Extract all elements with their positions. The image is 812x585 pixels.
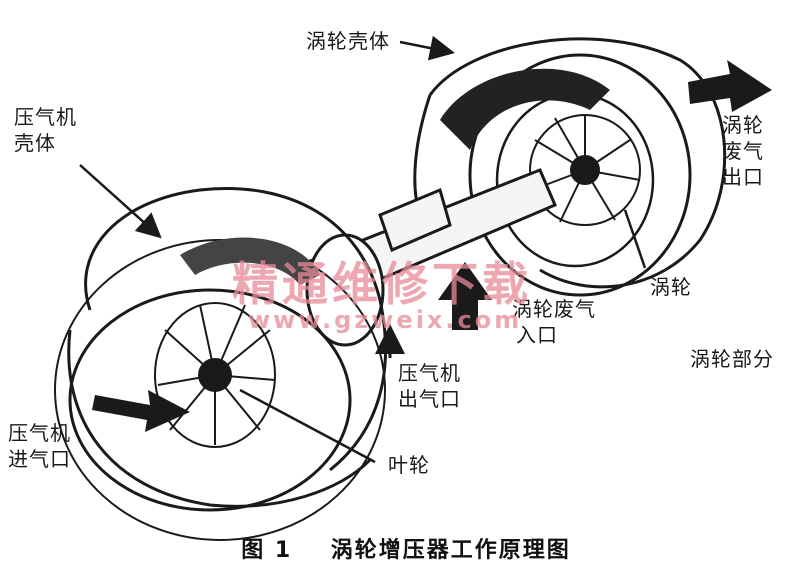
- compressor-housing-label-line1: 压气机: [14, 105, 77, 129]
- compressor-inlet-label-line2: 进气口: [8, 447, 71, 471]
- exhaust-inlet-label-line2: 入口: [516, 323, 558, 347]
- exhaust-outlet-arrow: [688, 60, 772, 112]
- exhaust-outlet-label-line1: 涡轮: [722, 113, 764, 137]
- compressor-outlet-label: 压气机 出气口: [398, 360, 461, 412]
- compressor-housing-label: 压气机 壳体: [14, 104, 77, 156]
- compressor-housing-shape: [54, 187, 388, 541]
- compressor-inlet-arrow: [92, 390, 190, 432]
- exhaust-outlet-label-line3: 出口: [722, 165, 764, 189]
- compressor-inlet-label: 压气机 进气口: [8, 420, 71, 472]
- turbine-wheel-label: 涡轮: [650, 275, 692, 299]
- turbine-volute-dark: [440, 68, 610, 150]
- impeller-shape: [154, 302, 276, 448]
- figure-caption: 图 1 涡轮增压器工作原理图: [0, 532, 812, 564]
- turbine-wheel-shape: [529, 114, 641, 226]
- impeller-label: 叶轮: [388, 453, 430, 477]
- figure-title: 涡轮增压器工作原理图: [330, 538, 571, 563]
- compressor-outlet-label-line2: 出气口: [398, 387, 461, 411]
- watermark-url: www.gzweix.com: [248, 306, 523, 334]
- exhaust-inlet-label-line1: 涡轮废气: [512, 297, 596, 321]
- compressor-inlet-label-line1: 压气机: [8, 421, 71, 445]
- turbine-section-label: 涡轮部分: [690, 347, 774, 371]
- exhaust-outlet-label: 涡轮 废气 出口: [722, 112, 764, 190]
- compressor-outlet-label-line1: 压气机: [398, 361, 461, 385]
- watermark-text: 精通维修下载: [232, 257, 532, 311]
- compressor-volute-dark: [180, 237, 320, 285]
- exhaust-inlet-label: 涡轮废气 入口: [512, 296, 596, 348]
- compressor-housing-label-line2: 壳体: [14, 131, 56, 155]
- figure-number: 图 1: [241, 538, 293, 563]
- leader-lines: [79, 35, 647, 464]
- turbine-housing-label: 涡轮壳体: [306, 29, 390, 53]
- turbine-inlet-arrow: [438, 262, 492, 330]
- exhaust-outlet-label-line2: 废气: [722, 139, 764, 163]
